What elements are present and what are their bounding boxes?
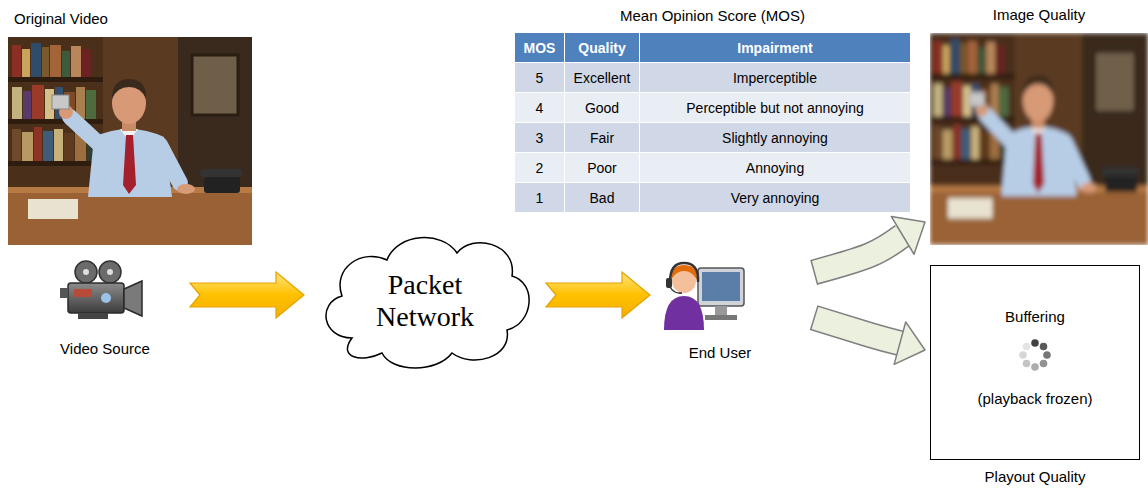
table-cell: 4 [515, 93, 565, 123]
table-cell: Bad [565, 183, 640, 213]
block-arrow [546, 272, 650, 318]
table-header: MOS [515, 33, 565, 63]
arrow-shaft [815, 318, 900, 343]
buffering-spinner [1019, 339, 1051, 371]
table-cell: Good [565, 93, 640, 123]
frame-heading: Original Video [14, 10, 108, 28]
status-note: (playback frozen) [977, 390, 1092, 408]
image-quality-box: Image Quality [930, 33, 1148, 245]
table-cell: Very annoying [640, 183, 910, 213]
cloud-shape [326, 238, 529, 368]
frame-heading: Image Quality [993, 6, 1086, 24]
table-cell: Imperceptible [640, 63, 910, 93]
table-cell: Fair [565, 123, 640, 153]
video-frame [8, 37, 252, 245]
table-header: Quality [565, 33, 640, 63]
table-cell: 5 [515, 63, 565, 93]
arrow-outline [814, 235, 903, 272]
table-cell: Annoying [640, 153, 910, 183]
degraded-frame [930, 33, 1148, 245]
block-arrow [190, 272, 304, 318]
arrow-head [891, 217, 925, 255]
table-cell: Poor [565, 153, 640, 183]
network-cloud: Packet Network [312, 218, 538, 378]
status-text: Buffering [1005, 308, 1065, 326]
user-node: End User [655, 250, 785, 362]
table-cell: 3 [515, 123, 565, 153]
video-frame-box: Original Video [8, 37, 252, 245]
table-title: Mean Opinion Score (MOS) [515, 4, 910, 26]
playout-box: Buffering(playback frozen)Playout Qualit… [930, 265, 1140, 460]
table-cell: 1 [515, 183, 565, 213]
table-cell: Perceptible but not annoying [640, 93, 910, 123]
node-label: Video Source [60, 340, 150, 358]
arrow-outline [814, 318, 900, 344]
table-cell: Excellent [565, 63, 640, 93]
cloud-label: Packet Network [360, 269, 490, 333]
arrow-shape [190, 272, 304, 318]
node-label: End User [689, 344, 752, 362]
arrow-shaft [815, 235, 903, 272]
curved-block-arrow [814, 217, 925, 273]
camera-icon [60, 261, 142, 319]
table-header: Impairment [640, 33, 910, 63]
curved-block-arrow [814, 318, 925, 365]
arrow-shape [546, 272, 650, 318]
table-cell: 2 [515, 153, 565, 183]
user-icon [664, 263, 744, 330]
box-heading: Playout Quality [985, 468, 1086, 486]
table-cell: Slightly annoying [640, 123, 910, 153]
arrow-head [894, 322, 925, 364]
source-node: Video Source [50, 258, 160, 358]
